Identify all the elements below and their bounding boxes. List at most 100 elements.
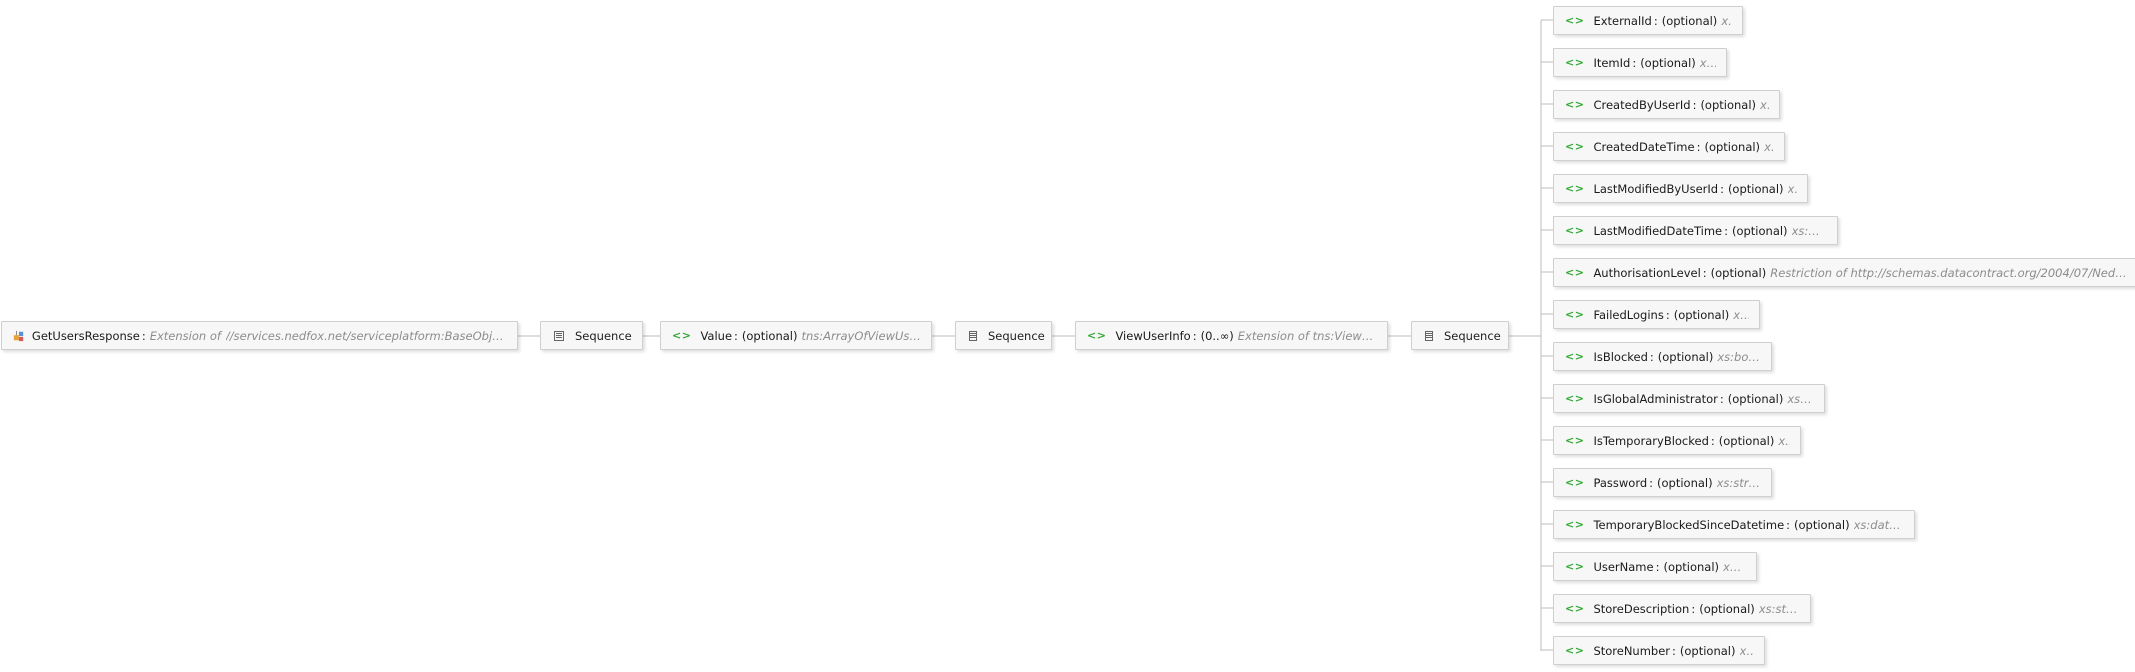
- field-type: xs:dateTime: [1764, 139, 1774, 154]
- field-name: LastModifiedDateTime: [1593, 223, 1723, 238]
- field-qualifier: (optional): [1663, 559, 1720, 574]
- root-extension-prefix: Extension of: [149, 328, 221, 343]
- element-icon: <>: [1565, 266, 1585, 279]
- element-icon: <>: [1565, 98, 1585, 111]
- field-name: CreatedDateTime: [1593, 139, 1695, 154]
- field-type: xs:boolean: [1787, 391, 1814, 406]
- field-qualifier: (optional): [1657, 475, 1713, 490]
- sequence-node-2[interactable]: Sequence: [955, 321, 1052, 350]
- field-qualifier: (optional): [1679, 643, 1736, 658]
- field-name: AuthorisationLevel: [1593, 265, 1701, 280]
- field-qualifier: (optional): [1657, 349, 1714, 364]
- field-qualifier: (optional): [1699, 601, 1755, 616]
- field-colon: :: [1649, 349, 1654, 364]
- field-node-password[interactable]: <>Password:(optional)xs:string: [1553, 468, 1772, 497]
- field-node-lastmodifieddatetime[interactable]: <>LastModifiedDateTime:(optional)xs:date…: [1553, 216, 1838, 245]
- field-node-authorisationlevel[interactable]: <>AuthorisationLevel:(optional)Restricti…: [1553, 258, 2135, 287]
- root-extension-type: //services.nedfox.net/serviceplatform:Ba…: [225, 328, 507, 343]
- field-colon: :: [1786, 517, 1791, 532]
- field-name: Password: [1593, 475, 1648, 490]
- field-colon: :: [1710, 433, 1715, 448]
- element-icon: <>: [1565, 224, 1585, 237]
- element-icon: <>: [1565, 644, 1585, 657]
- root-colon: :: [141, 328, 146, 343]
- sequence-node-1[interactable]: Sequence: [540, 321, 643, 350]
- field-type: xs:dateTime: [1791, 223, 1827, 238]
- field-node-storenumber[interactable]: <>StoreNumber:(optional)xs:int: [1553, 636, 1765, 665]
- field-type: xs:int: [1721, 13, 1732, 28]
- field-name: TemporaryBlockedSinceDatetime: [1593, 517, 1785, 532]
- field-type: xs:int: [1760, 97, 1769, 112]
- field-name: CreatedByUserId: [1593, 97, 1691, 112]
- sequence-label: Sequence: [575, 328, 632, 343]
- field-colon: :: [1672, 643, 1676, 658]
- root-name: GetUsersResponse: [31, 328, 140, 343]
- field-name: UserName: [1593, 559, 1654, 574]
- field-colon: :: [1702, 265, 1707, 280]
- field-colon: :: [1719, 391, 1724, 406]
- element-icon: <>: [1565, 518, 1585, 531]
- field-node-isblocked[interactable]: <> IsBlocked:(optional)xs:boolean: [1553, 342, 1772, 371]
- root-element-node[interactable]: GetUsersResponse : Extension of //servic…: [1, 321, 518, 350]
- field-qualifier: (optional): [1731, 223, 1788, 238]
- element-icon: <>: [1565, 350, 1585, 363]
- field-type: xs:int: [1787, 181, 1797, 196]
- field-qualifier: (optional): [1704, 139, 1761, 154]
- value-element-node[interactable]: <> Value : (optional) tns:ArrayOfViewUse…: [660, 321, 932, 350]
- field-name: LastModifiedByUserId: [1593, 181, 1719, 196]
- element-icon: <>: [1087, 329, 1107, 342]
- element-icon: <>: [672, 329, 692, 342]
- field-name: IsTemporaryBlocked: [1593, 433, 1709, 448]
- field-qualifier: (optional): [1727, 391, 1784, 406]
- sequence-label: Sequence: [1444, 328, 1501, 343]
- element-icon: <>: [1565, 182, 1585, 195]
- field-node-isglobaladministrator[interactable]: <>IsGlobalAdministrator:(optional)xs:boo…: [1553, 384, 1825, 413]
- field-node-externalid[interactable]: <>ExternalId:(optional)xs:int: [1553, 6, 1743, 35]
- value-name: Value: [700, 328, 733, 343]
- viewuserinfo-element-node[interactable]: <> ViewUserInfo : (0..∞) Extension of tn…: [1075, 321, 1388, 350]
- viewuserinfo-colon: :: [1192, 328, 1197, 343]
- field-qualifier: (optional): [1700, 97, 1757, 112]
- field-node-failedlogins[interactable]: <>FailedLogins:(optional)xs:int: [1553, 300, 1760, 329]
- sequence-icon: [969, 330, 977, 341]
- element-icon: <>: [1565, 308, 1585, 321]
- field-colon: :: [1665, 307, 1670, 322]
- field-colon: :: [1632, 55, 1637, 70]
- field-name: ExternalId: [1593, 13, 1652, 28]
- field-type: xs:boolean: [1717, 349, 1761, 364]
- field-node-temporaryblockedsincedatetime[interactable]: <> TemporaryBlockedSinceDatetime:(optiona…: [1553, 510, 1915, 539]
- field-node-username[interactable]: <>UserName:(optional)xs:string: [1553, 552, 1757, 581]
- field-node-createddatetime[interactable]: <> CreatedDateTime:(optional)xs:dateTime: [1553, 132, 1785, 161]
- field-qualifier: (optional): [1727, 181, 1784, 196]
- field-name: StoreDescription: [1593, 601, 1690, 616]
- viewuserinfo-type: Extension of tns:ViewUserInfo: [1237, 328, 1377, 343]
- field-type: xs:dateTime: [1853, 517, 1904, 532]
- field-qualifier: (optional): [1794, 517, 1850, 532]
- field-type: xs:string: [1723, 559, 1746, 574]
- sequence-icon: [554, 330, 564, 341]
- element-icon: <>: [1565, 140, 1585, 153]
- element-icon: <>: [1565, 14, 1585, 27]
- field-node-createdbyuserid[interactable]: <>CreatedByUserId:(optional)xs:int: [1553, 90, 1780, 119]
- complex-type-icon: [13, 330, 24, 341]
- element-icon: <>: [1565, 602, 1585, 615]
- element-icon: <>: [1565, 434, 1585, 447]
- field-name: IsBlocked: [1593, 349, 1648, 364]
- field-colon: :: [1691, 601, 1696, 616]
- field-node-lastmodifiedbyuserid[interactable]: <> LastModifiedByUserId:(optional)xs:int: [1553, 174, 1808, 203]
- element-icon: <>: [1565, 56, 1585, 69]
- field-node-itemid[interactable]: <>ItemId:(optional)xs:int: [1553, 48, 1727, 77]
- field-colon: :: [1720, 181, 1724, 196]
- field-type: xs:string: [1716, 475, 1761, 490]
- field-type: Restriction of http://schemas.datacontra…: [1770, 265, 2132, 280]
- field-node-storedescription[interactable]: <> StoreDescription:(optional)xs:string: [1553, 594, 1811, 623]
- element-icon: <>: [1565, 392, 1585, 405]
- field-qualifier: (optional): [1718, 433, 1775, 448]
- field-type: xs:string: [1758, 601, 1800, 616]
- field-name: StoreNumber: [1593, 643, 1671, 658]
- field-node-istemporaryblocked[interactable]: <>IsTemporaryBlocked:(optional)xs:boolea…: [1553, 426, 1801, 455]
- field-qualifier: (optional): [1640, 55, 1696, 70]
- sequence-node-3[interactable]: Sequence: [1411, 321, 1509, 350]
- viewuserinfo-name: ViewUserInfo: [1115, 328, 1191, 343]
- field-colon: :: [1696, 139, 1701, 154]
